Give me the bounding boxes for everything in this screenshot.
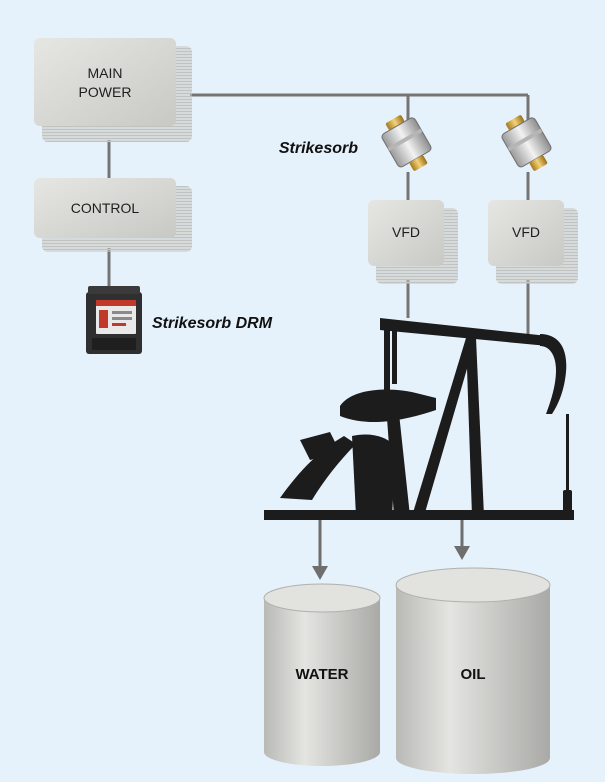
oil-tank: OIL xyxy=(395,567,551,774)
control-label: CONTROL xyxy=(71,200,140,216)
vfd-left-label: VFD xyxy=(392,224,420,240)
din-rail-module-icon xyxy=(86,286,142,354)
main-power-label-line2: POWER xyxy=(79,84,132,100)
vfd-left-box: VFD xyxy=(368,200,458,284)
arrow-to-oil-head xyxy=(454,546,470,560)
wiring xyxy=(107,93,530,340)
vfd-right-box: VFD xyxy=(488,200,578,284)
pumpjack-icon xyxy=(264,318,574,520)
strikesorb-label: Strikesorb xyxy=(279,140,358,157)
water-tank-label: WATER xyxy=(295,666,348,683)
vfd-right-label: VFD xyxy=(512,224,540,240)
water-tank: WATER xyxy=(263,583,381,766)
flow-arrows xyxy=(312,520,470,580)
control-box: CONTROL xyxy=(34,178,192,252)
main-power-box: MAIN POWER xyxy=(34,38,192,142)
strikesorb-drm-label: Strikesorb DRM xyxy=(152,315,273,332)
oil-tank-label: OIL xyxy=(461,666,486,683)
strikesorb-left-icon xyxy=(381,115,432,171)
strikesorb-right-icon xyxy=(501,115,552,171)
main-power-label-line1: MAIN xyxy=(88,65,123,81)
arrow-to-water-head xyxy=(312,566,328,580)
